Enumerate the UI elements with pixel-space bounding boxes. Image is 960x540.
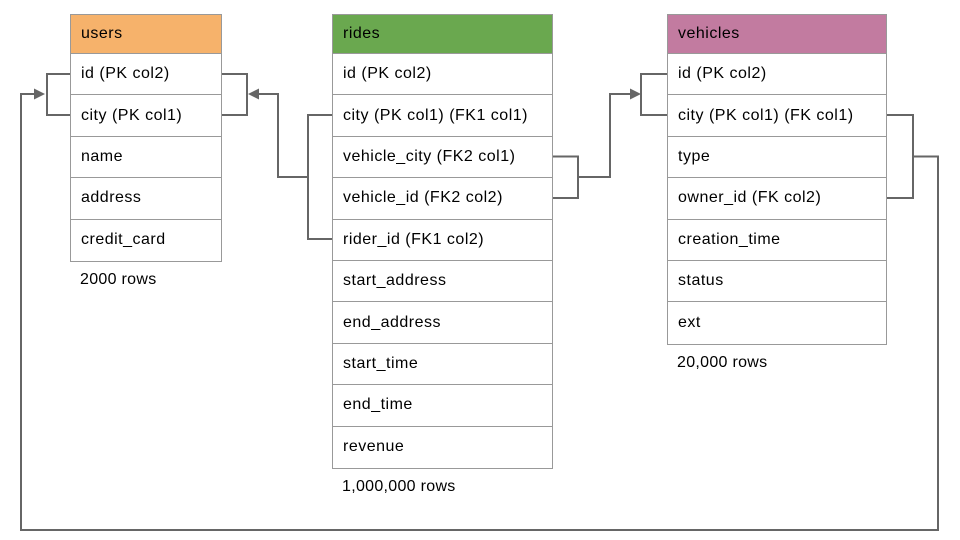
table-row: city (PK col1) (FK1 col1): [333, 95, 552, 137]
table-row: end_address: [333, 302, 552, 344]
fk-line-rides-to-vehicles: [578, 93, 630, 178]
vehicles-pk-bracket-left: [640, 73, 667, 116]
table-row: owner_id (FK col2): [668, 178, 886, 220]
table-row: id (PK col2): [333, 54, 552, 96]
rides-table: rides id (PK col2)city (PK col1) (FK1 co…: [332, 14, 553, 496]
table-row: creation_time: [668, 219, 886, 261]
rides-row-count-label: 1,000,000 rows: [342, 477, 456, 495]
table-row: status: [668, 260, 886, 303]
vehicles-row-count-label: 20,000 rows: [677, 353, 768, 371]
users-pk-bracket-right: [222, 73, 248, 116]
table-row: credit_card: [71, 219, 221, 261]
arrowhead-into-users-left-icon: [34, 88, 45, 100]
vehicles-table-box: vehicles id (PK col2)city (PK col1) (FK …: [667, 14, 887, 345]
vehicles-table: vehicles id (PK col2)city (PK col1) (FK …: [667, 14, 887, 372]
rides-table-box: rides id (PK col2)city (PK col1) (FK1 co…: [332, 14, 553, 469]
vehicles-table-rows: id (PK col2)city (PK col1) (FK col1)type…: [668, 54, 886, 344]
table-row: address: [71, 178, 221, 220]
fk-line-rides-to-users: [259, 93, 308, 178]
table-row: ext: [668, 302, 886, 344]
table-row: type: [668, 136, 886, 179]
table-row: id (PK col2): [668, 54, 886, 96]
vehicles-table-header: vehicles: [668, 15, 886, 54]
table-row: vehicle_id (FK2 col2): [333, 178, 552, 220]
arrowhead-into-vehicles-icon: [630, 88, 641, 100]
rides-table-rows: id (PK col2)city (PK col1) (FK1 col1)veh…: [333, 54, 552, 468]
table-row: revenue: [333, 426, 552, 468]
table-row: city (PK col1) (FK col1): [668, 95, 886, 137]
table-row: start_time: [333, 343, 552, 386]
table-row: start_address: [333, 260, 552, 303]
users-table-header: users: [71, 15, 221, 54]
arrowhead-into-users-icon: [248, 88, 259, 100]
table-row: name: [71, 136, 221, 179]
rides-fk1-bracket-left: [307, 114, 332, 240]
table-row: end_time: [333, 385, 552, 427]
users-row-count-label: 2000 rows: [80, 270, 157, 288]
table-row: rider_id (FK1 col2): [333, 219, 552, 261]
table-row: vehicle_city (FK2 col1): [333, 136, 552, 179]
rides-table-header: rides: [333, 15, 552, 54]
users-pk-bracket-left: [46, 73, 70, 116]
rides-fk2-bracket-right: [553, 155, 579, 199]
table-row: id (PK col2): [71, 54, 221, 96]
table-row: city (PK col1): [71, 95, 221, 137]
vehicles-fk-bracket-right: [887, 114, 914, 199]
